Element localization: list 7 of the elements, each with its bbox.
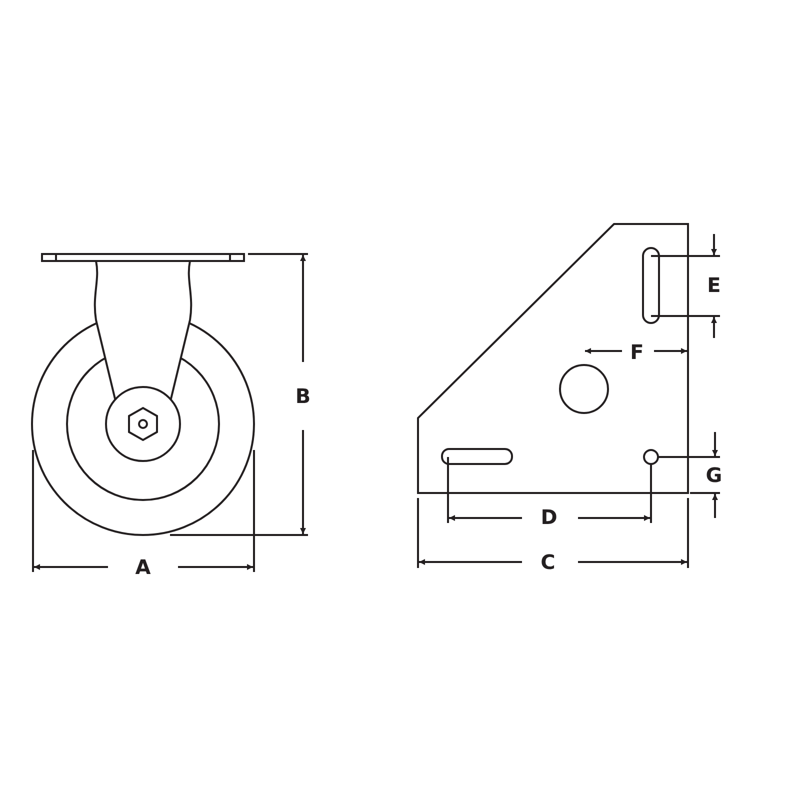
dimension-label: A xyxy=(135,556,151,578)
dimension-label: F xyxy=(630,341,644,363)
dimension-label: D xyxy=(540,506,558,528)
dimension-label: C xyxy=(540,551,556,573)
dimension-label: B xyxy=(295,385,311,407)
dimension-label: G xyxy=(706,464,722,486)
dimension-label: E xyxy=(707,274,721,296)
